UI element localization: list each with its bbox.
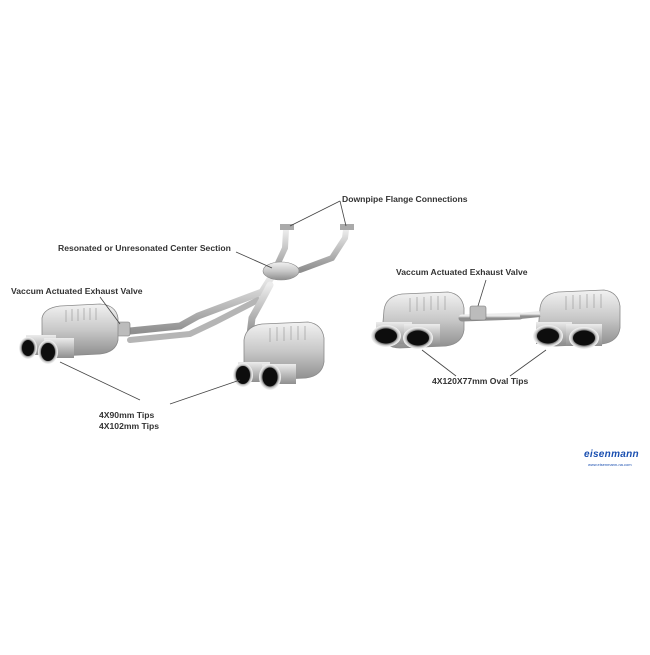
downpipe-right [297, 227, 349, 273]
right-exhaust-system [371, 289, 621, 349]
right-side-pipe [519, 311, 541, 319]
label-tips-right: 4X120X77mm Oval Tips [432, 376, 529, 386]
label-downpipe: Downpipe Flange Connections [342, 194, 468, 204]
leader-downpipe-right [339, 200, 347, 227]
left-mid-pipe-2 [127, 297, 261, 343]
right-valve-body [469, 305, 487, 321]
left-system-rear-tips [233, 362, 296, 390]
label-valve-left: Vaccum Actuated Exhaust Valve [11, 286, 143, 296]
leader-valve-right [477, 279, 487, 307]
right-oval-tips [371, 322, 602, 349]
right-left-muffler-ribs [409, 296, 446, 312]
leader-downpipe-left [289, 200, 341, 227]
left-exhaust-system [19, 224, 354, 390]
flange-left [280, 224, 294, 230]
brand-logo: eisenmann [584, 449, 639, 460]
leader-lines [59, 200, 547, 405]
leader-center [235, 251, 273, 269]
flange-right [340, 224, 354, 230]
leader-tips-right-a [421, 349, 457, 377]
leader-valve-left [99, 296, 121, 325]
left-tips [19, 335, 74, 364]
right-right-muffler-ribs [565, 294, 602, 310]
rear-muffler-ribs [269, 326, 306, 342]
center-section [262, 261, 300, 281]
brand-url: www.eisenmann-na.com [588, 462, 632, 467]
left-muffler-ribs [65, 308, 97, 322]
label-tips-left-2: 4X102mm Tips [99, 421, 160, 431]
leader-tips-right-b [509, 349, 547, 377]
leader-tips-left-a [59, 361, 141, 401]
leader-tips-left-b [169, 379, 241, 405]
label-valve-right: Vaccum Actuated Exhaust Valve [396, 267, 528, 277]
left-rear-pipe [246, 281, 274, 339]
label-center-section: Resonated or Unresonated Center Section [58, 243, 231, 253]
label-tips-left-1: 4X90mm Tips [99, 410, 155, 420]
